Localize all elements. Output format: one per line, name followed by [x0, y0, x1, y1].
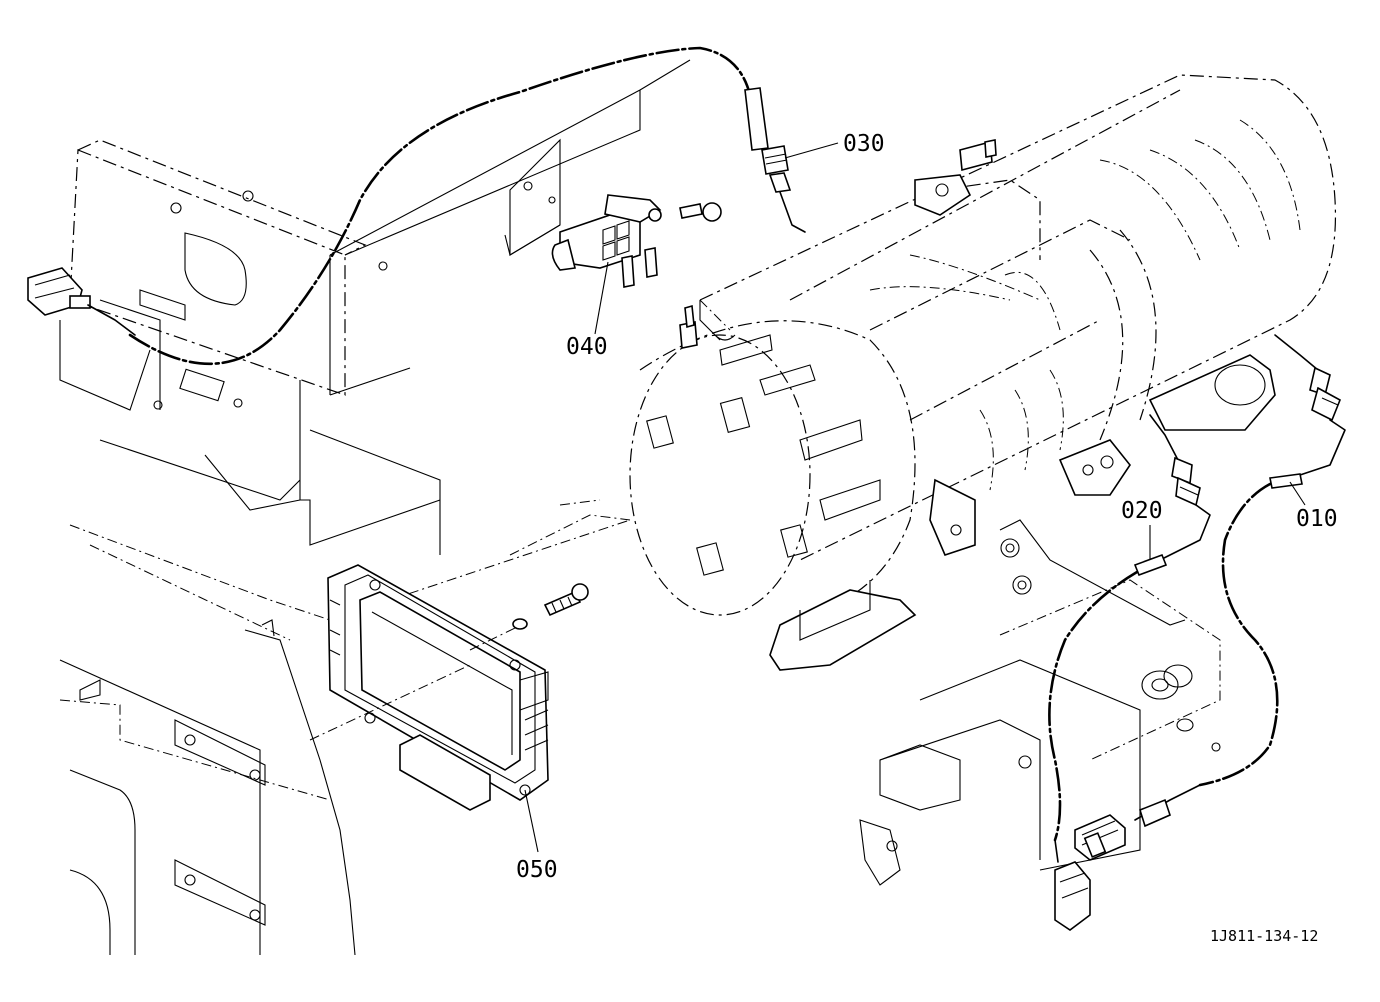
mounting-bracket-panel — [59, 59, 691, 555]
callout-050: 050 — [516, 857, 558, 883]
callout-020: 020 — [1121, 498, 1163, 524]
pressure-sensor-040 — [523, 181, 722, 288]
temperature-sensor-030 — [744, 87, 806, 233]
sensor-030-harness — [128, 46, 752, 366]
sensor-mount-bracket — [859, 519, 1221, 886]
lower-frame — [59, 499, 631, 956]
controller-ecu-050 — [309, 564, 549, 811]
temperature-sensor-020 — [1048, 414, 1211, 842]
left-sensor-connector — [27, 267, 136, 336]
temperature-sensor-010 — [1198, 334, 1346, 787]
drawing-reference-number: 1J811-134-12 — [1210, 927, 1318, 945]
leader-lines — [524, 142, 1306, 853]
exhaust-muffler-dpf — [629, 74, 1337, 671]
callout-040: 040 — [566, 334, 608, 360]
harness-connectors — [1054, 784, 1201, 931]
callout-030: 030 — [843, 131, 885, 157]
callout-010: 010 — [1296, 506, 1338, 532]
ecu-bolt-washer — [469, 583, 589, 651]
